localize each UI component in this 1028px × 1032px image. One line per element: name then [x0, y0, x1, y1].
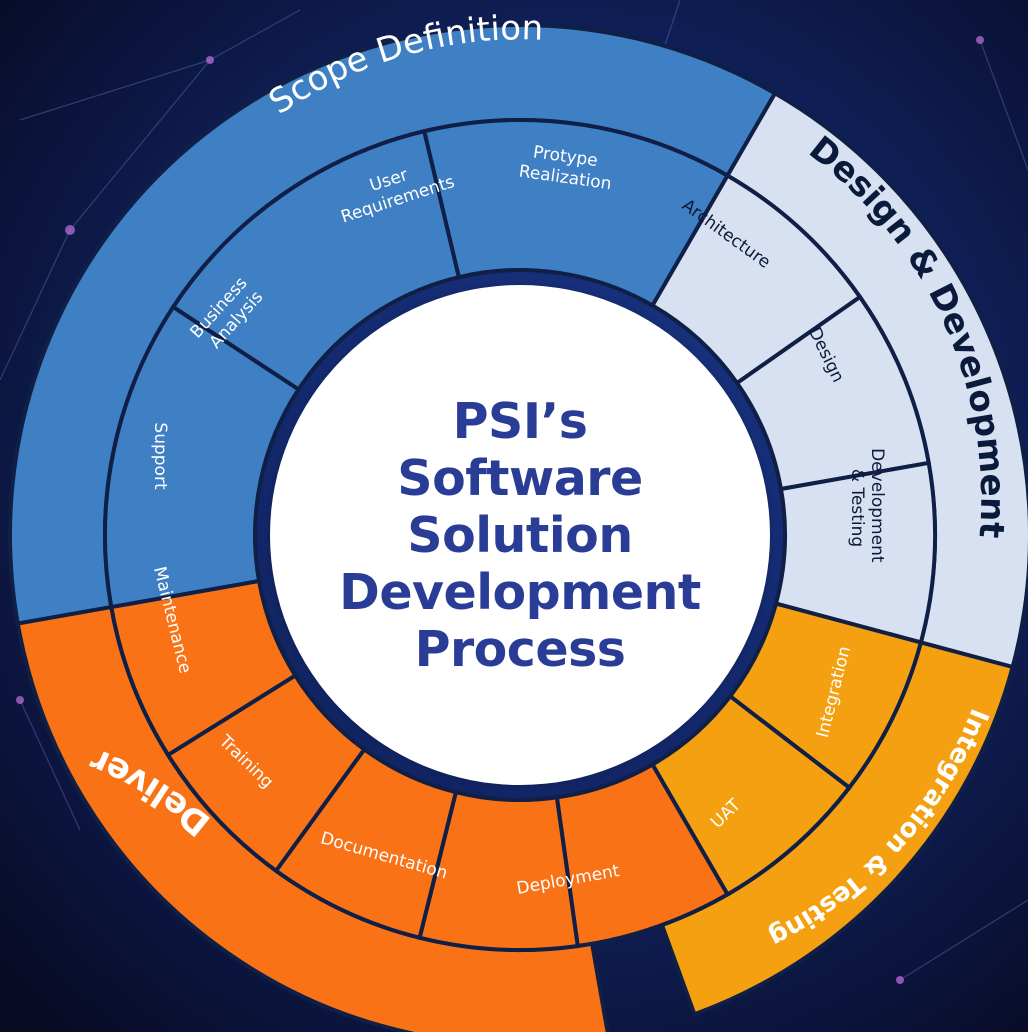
- center-title: PSI’s Software Solution Development Proc…: [270, 285, 770, 785]
- center-title-line: Development: [339, 563, 701, 621]
- step-label-development-testing: Development & Testing: [847, 448, 887, 568]
- center-title-line: PSI’s: [452, 392, 588, 450]
- step-segment-support: [108, 578, 299, 758]
- wheel: [8, 23, 1028, 1032]
- center-title-line: Solution: [407, 506, 633, 564]
- step-label-support: Support: [150, 422, 170, 490]
- network-lines: [0, 0, 1028, 981]
- center-title-line: Process: [414, 620, 626, 678]
- network-nodes: [16, 36, 984, 984]
- center-title-line: Software: [397, 449, 643, 507]
